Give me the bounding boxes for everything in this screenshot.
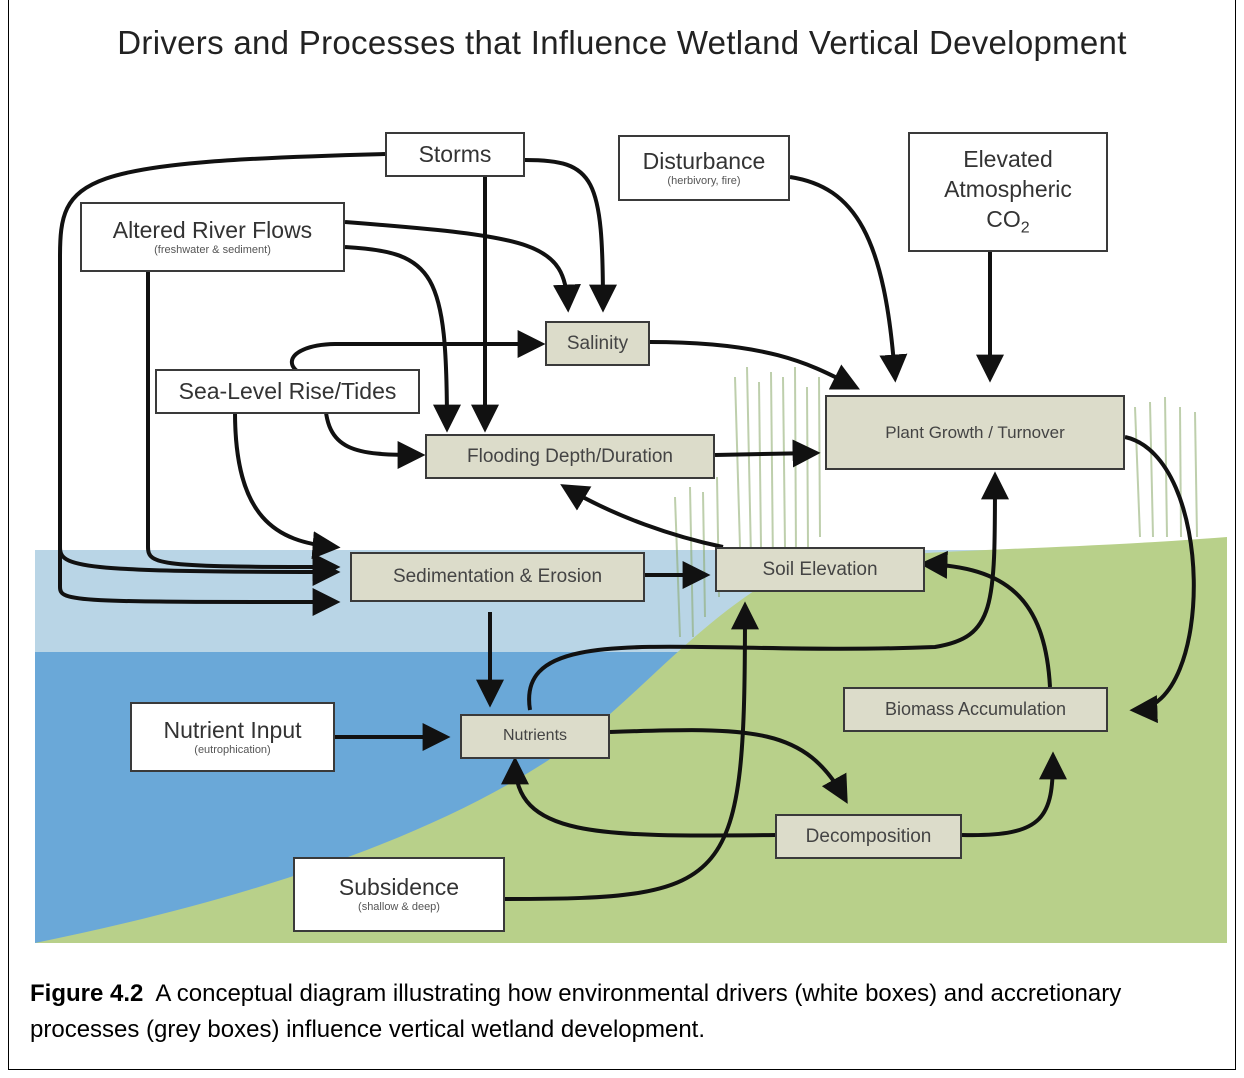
river-flows-sub: (freshwater & sediment) — [154, 243, 271, 256]
salinity-box: Salinity — [545, 321, 650, 366]
decomposition-label: Decomposition — [805, 825, 932, 847]
co2-box: Elevated Atmospheric CO2 — [908, 132, 1108, 252]
arrow-river-sedimentation — [146, 272, 341, 581]
co2-label-line2: Atmospheric — [944, 175, 1072, 202]
co2-formula: CO — [986, 205, 1021, 232]
arrow-plant-biomass — [1124, 435, 1196, 724]
soil-elevation-label: Soil Elevation — [762, 558, 878, 580]
salinity-label: Salinity — [566, 332, 629, 354]
arrow-storms-sedimentation-a — [58, 152, 386, 586]
diagram-title: Drivers and Processes that Influence Wet… — [117, 24, 1127, 61]
co2-label-line1: Elevated — [963, 145, 1053, 172]
arrow-nutrients-decomposition — [609, 728, 848, 804]
arrow-decomposition-biomass — [961, 751, 1067, 838]
soil-elevation-box: Soil Elevation — [715, 547, 925, 592]
sealevel-box: Sea-Level Rise/Tides — [155, 369, 420, 414]
biomass-label: Biomass Accumulation — [884, 699, 1067, 720]
nutrient-input-box: Nutrient Input (eutrophication) — [130, 702, 335, 772]
arrow-sealevel-sedimentation — [233, 411, 341, 560]
arrow-nutrients-plant — [527, 471, 1009, 711]
nutrients-box: Nutrients — [460, 714, 610, 759]
caption-label: Figure 4.2 — [30, 980, 144, 1007]
flooding-box: Flooding Depth/Duration — [425, 434, 715, 479]
river-flows-label: Altered River Flows — [112, 216, 313, 243]
arrow-subsidence-soil — [504, 601, 759, 901]
plant-growth-box: Plant Growth / Turnover — [825, 395, 1125, 470]
co2-label-line3: CO2 — [986, 207, 1029, 237]
disturbance-sub: (herbivory, fire) — [667, 174, 741, 187]
arrow-disturbance-plant — [789, 175, 908, 383]
storms-label: Storms — [418, 141, 492, 168]
marsh-grass — [674, 366, 1198, 638]
sealevel-label: Sea-Level Rise/Tides — [178, 378, 397, 405]
plant-growth-label: Plant Growth / Turnover — [885, 422, 1065, 442]
decomposition-box: Decomposition — [775, 814, 962, 859]
sedimentation-label: Sedimentation & Erosion — [392, 566, 603, 588]
figure-caption: Figure 4.2 A conceptual diagram illustra… — [30, 976, 1230, 1048]
diagram-canvas: Storms Disturbance (herbivory, fire) Ele… — [35, 77, 1227, 943]
subsidence-box: Subsidence (shallow & deep) — [293, 857, 505, 932]
subsidence-sub: (shallow & deep) — [358, 901, 440, 914]
storms-box: Storms — [385, 132, 525, 177]
arrow-biomass-soil — [919, 550, 1052, 688]
sedimentation-box: Sedimentation & Erosion — [350, 552, 645, 602]
nutrients-label: Nutrients — [502, 727, 568, 745]
disturbance-box: Disturbance (herbivory, fire) — [618, 135, 790, 201]
arrow-river-flooding — [344, 245, 461, 433]
arrow-storms-salinity — [524, 158, 617, 313]
co2-subscript: 2 — [1020, 219, 1030, 237]
river-flows-box: Altered River Flows (freshwater & sedime… — [80, 202, 345, 272]
caption-text: A conceptual diagram illustrating how en… — [30, 980, 1122, 1043]
flooding-label: Flooding Depth/Duration — [467, 445, 673, 467]
nutrient-input-label: Nutrient Input — [163, 716, 302, 743]
biomass-box: Biomass Accumulation — [843, 687, 1108, 732]
arrows — [58, 152, 1196, 901]
arrow-decomposition-nutrients — [501, 756, 776, 838]
subsidence-label: Subsidence — [338, 874, 460, 901]
disturbance-label: Disturbance — [642, 147, 766, 174]
arrow-storms-sedimentation-b — [58, 497, 341, 616]
nutrient-input-sub: (eutrophication) — [194, 743, 271, 756]
arrow-flooding-plant — [714, 439, 821, 468]
arrow-river-salinity — [344, 220, 581, 313]
arrow-salinity-plant — [649, 340, 861, 390]
arrow-soil-flooding — [560, 484, 724, 549]
